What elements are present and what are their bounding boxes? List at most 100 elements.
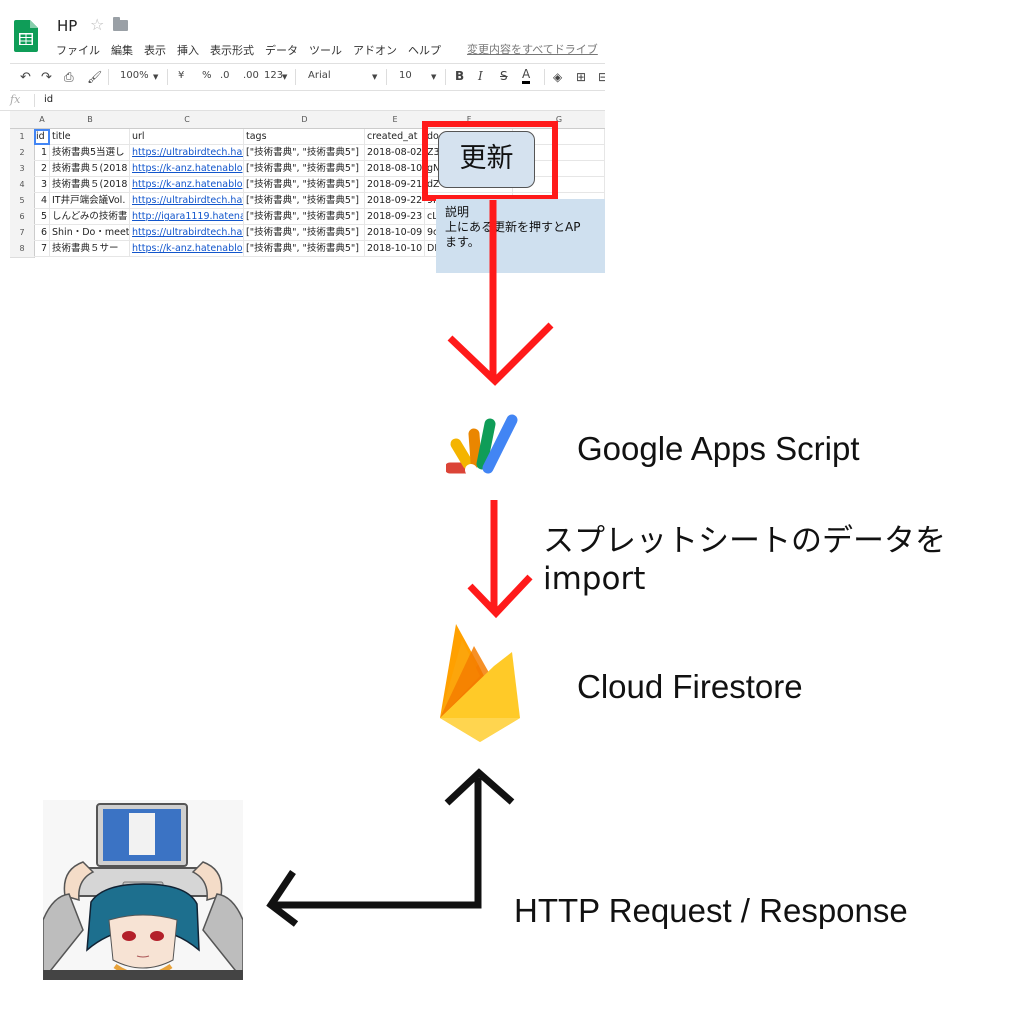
number-format-button[interactable]: 123 — [264, 70, 284, 81]
sheet-cell[interactable]: 技術書典５(2018 — [50, 161, 130, 177]
red-arrow-sheet-to-gas — [447, 200, 554, 386]
black-arrow-http — [266, 768, 515, 927]
sheet-cell[interactable]: 4 — [34, 193, 50, 209]
sheet-cell[interactable]: しんどみの技術書 — [50, 209, 130, 225]
user-with-laptop-illustration — [43, 800, 243, 980]
fill-color-icon[interactable]: ◈ — [553, 70, 563, 84]
sheet-cell[interactable]: ["技術書典", "技術書典5"] — [244, 225, 365, 241]
italic-button[interactable]: I — [478, 69, 483, 83]
decimal-increase-button[interactable]: .00 — [243, 70, 259, 81]
note-line: ます。 — [445, 235, 480, 249]
folder-icon[interactable] — [113, 17, 128, 31]
sheet-cell[interactable]: 技術書典５サー — [50, 241, 130, 257]
sheet-cell[interactable]: tags — [244, 129, 365, 145]
merge-icon[interactable]: ⊟ — [598, 70, 605, 84]
document-title[interactable]: HP — [57, 17, 78, 35]
sheet-cell[interactable]: ["技術書典", "技術書典5"] — [244, 193, 365, 209]
menu-tools[interactable]: ツール — [309, 44, 342, 57]
sheet-cell[interactable]: https://k-anz.hatenablog — [130, 177, 244, 193]
currency-button[interactable]: ¥ — [178, 70, 185, 81]
menu-bar: ファイル 編集 表示 挿入 表示形式 データ ツール アドオン ヘルプ — [56, 42, 441, 58]
google-apps-script-logo-icon — [446, 414, 518, 476]
bold-button[interactable]: B — [455, 69, 465, 83]
percent-button[interactable]: % — [202, 70, 212, 81]
paint-format-icon[interactable]: 🖌 — [87, 70, 103, 84]
sheet-cell[interactable] — [513, 129, 605, 145]
sheet-cell[interactable]: https://ultrabirdtech.hate — [130, 193, 244, 209]
update-button[interactable]: 更新 — [438, 131, 535, 188]
decimal-decrease-button[interactable]: .0 — [220, 70, 230, 81]
sheet-cell[interactable]: 技術書典５(2018 — [50, 177, 130, 193]
sheet-cell[interactable]: https://ultrabirdtech.hate — [130, 225, 244, 241]
formula-bar: fx id — [0, 91, 605, 111]
http-label: HTTP Request / Response — [514, 892, 908, 929]
description-note: 説明 上にある更新を押すとAP ます。 — [436, 199, 605, 273]
sheet-cell[interactable]: title — [50, 129, 130, 145]
sheets-logo-icon — [14, 20, 38, 52]
sheet-cell[interactable]: ["技術書典", "技術書典5"] — [244, 177, 365, 193]
import-label-line: スプレットシートのデータを — [543, 523, 946, 559]
borders-icon[interactable]: ⊞ — [576, 70, 587, 84]
sheet-cell[interactable]: IT井戸端会議Vol. — [50, 193, 130, 209]
sheet-cell[interactable]: id — [34, 129, 50, 145]
chevron-down-icon[interactable]: ▼ — [372, 73, 378, 81]
star-icon[interactable]: ☆ — [90, 15, 105, 34]
sheet-cell[interactable]: ["技術書典", "技術書典5"] — [244, 161, 365, 177]
fx-icon: fx — [10, 93, 21, 106]
sheet-cell[interactable]: 6 — [34, 225, 50, 241]
gas-label: Google Apps Script — [577, 430, 860, 467]
menu-format[interactable]: 表示形式 — [210, 44, 254, 57]
undo-icon[interactable]: ↶ — [20, 70, 31, 85]
sheet-cell[interactable]: 2018-10-10 — [365, 241, 425, 257]
sheet-cell[interactable]: 2018-10-09 — [365, 225, 425, 241]
menu-help[interactable]: ヘルプ — [408, 44, 441, 57]
toolbar: ↶ ↷ ⎙ 🖌 100% ▼ ¥ % .0 .00 123 ▼ Arial ▼ … — [10, 63, 605, 91]
spreadsheet-screenshot: HP ☆ ファイル 編集 表示 挿入 表示形式 データ ツール アドオン ヘルプ… — [0, 0, 605, 273]
update-highlight-box — [422, 121, 558, 201]
menu-data[interactable]: データ — [265, 44, 298, 57]
sheet-cell[interactable]: ["技術書典", "技術書典5"] — [244, 209, 365, 225]
menu-file[interactable]: ファイル — [56, 44, 100, 57]
sheet-cell[interactable]: Shin・Do・meet — [50, 225, 130, 241]
sheet-cell[interactable]: 2018-09-22 — [365, 193, 425, 209]
sheet-cell[interactable]: url — [130, 129, 244, 145]
sheet-cell[interactable]: https://k-anz.hatenablog — [130, 241, 244, 257]
sheet-cell[interactable]: 2 — [34, 161, 50, 177]
import-label-line: import — [543, 561, 646, 597]
font-select[interactable]: Arial — [308, 70, 331, 81]
sheet-cell[interactable]: 3 — [34, 177, 50, 193]
text-color-button[interactable]: A — [522, 67, 531, 84]
menu-view[interactable]: 表示 — [144, 44, 166, 57]
sheet-cell[interactable]: ["技術書典", "技術書典5"] — [244, 145, 365, 161]
menu-insert[interactable]: 挿入 — [177, 44, 199, 57]
formula-input[interactable]: id — [44, 94, 54, 105]
strikethrough-button[interactable]: S — [500, 69, 508, 83]
sheet-cell[interactable]: 7 — [34, 241, 50, 257]
save-status-link[interactable]: 変更内容をすべてドライブ — [467, 43, 598, 56]
row-header[interactable]: 8 — [10, 241, 35, 258]
note-title: 説明 — [445, 205, 470, 219]
menu-edit[interactable]: 編集 — [111, 44, 133, 57]
menu-addons[interactable]: アドオン — [353, 44, 397, 57]
firestore-label: Cloud Firestore — [577, 668, 803, 705]
red-arrow-gas-to-firestore — [467, 500, 533, 619]
note-line: 上にある更新を押すとAP — [445, 220, 581, 234]
sheet-cell[interactable]: 2018-09-23 — [365, 209, 425, 225]
sheet-cell[interactable]: ["技術書典", "技術書典5"] — [244, 241, 365, 257]
chevron-down-icon[interactable]: ▼ — [282, 73, 288, 81]
zoom-select[interactable]: 100% — [120, 70, 149, 81]
sheet-cell[interactable]: http://igara1119.hatenab — [130, 209, 244, 225]
sheet-cell[interactable]: https://k-anz.hatenablog — [130, 161, 244, 177]
print-icon[interactable]: ⎙ — [64, 70, 74, 84]
redo-icon[interactable]: ↷ — [41, 70, 52, 85]
sheet-cell[interactable]: https://ultrabirdtech.hate — [130, 145, 244, 161]
chevron-down-icon[interactable]: ▼ — [153, 73, 159, 81]
chevron-down-icon[interactable]: ▼ — [431, 73, 437, 81]
firebase-logo-icon — [440, 624, 520, 742]
sheet-cell[interactable]: 1 — [34, 145, 50, 161]
sheet-cell[interactable]: 5 — [34, 209, 50, 225]
font-size-select[interactable]: 10 — [399, 70, 412, 81]
sheet-cell[interactable]: 技術書典5当選し — [50, 145, 130, 161]
